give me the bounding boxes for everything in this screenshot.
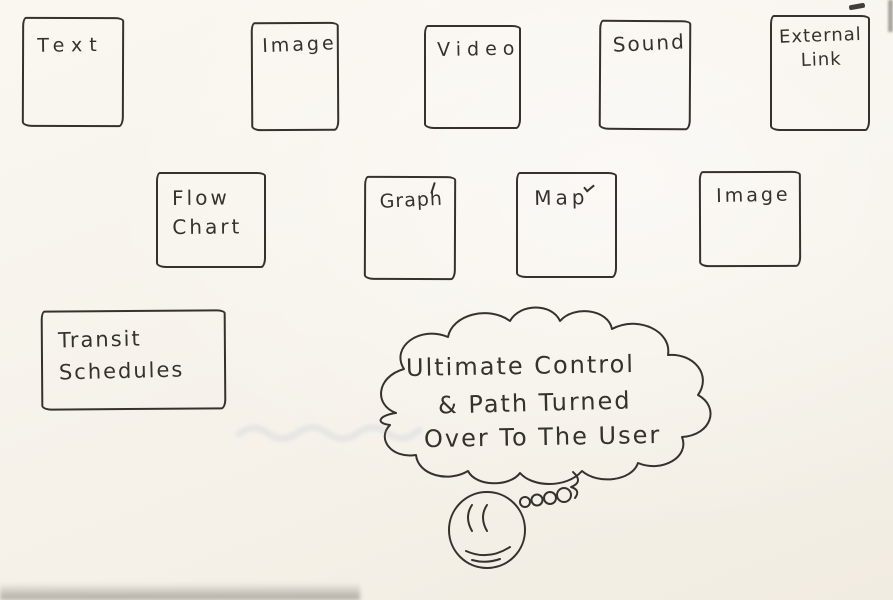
box-external-link: External Link <box>770 15 870 131</box>
box-video: Video <box>424 25 521 129</box>
box-label-sound: Sound <box>612 29 687 57</box>
box-sound: Sound <box>598 19 692 131</box>
box-label-image-2: Image <box>715 183 791 208</box>
box-label-video: Video <box>437 37 521 61</box>
smiley-chin-line <box>471 558 501 563</box>
box-map: Map <box>516 172 617 278</box>
box-label-flow-chart: Flow Chart <box>172 185 243 239</box>
ink-bleed-mark <box>235 424 423 442</box>
box-label-transit-schedules: Transit Schedules <box>57 326 185 385</box>
box-label-graph: Graph <box>379 187 444 213</box>
annotation-graphics <box>379 306 712 569</box>
box-image-2: Image <box>698 170 802 268</box>
thought-cloud <box>379 306 712 485</box>
box-transit-schedules: Transit Schedules <box>40 309 227 411</box>
box-label-image: Image <box>261 32 338 58</box>
box-label-map: Map <box>534 185 589 210</box>
scan-shadow <box>0 583 360 600</box>
box-label-text: Text <box>37 33 104 57</box>
cloud-tail <box>570 471 579 499</box>
scan-artifact-mark <box>848 2 866 11</box>
smiley-face-icon <box>448 491 526 569</box>
smiley-mouth <box>465 546 511 557</box>
box-label-external-link: External Link <box>778 23 863 72</box>
smiley-head <box>448 491 526 569</box>
thought-bubble-trail-icon <box>519 487 572 508</box>
box-graph: Graph <box>363 175 457 281</box>
box-image: Image <box>250 21 340 132</box>
box-text: Text <box>21 16 125 128</box>
cloud-text-line-1: Ultimate Control <box>405 350 636 382</box>
scan-edge-artifact <box>888 0 893 32</box>
smiley-eye-left <box>467 504 473 532</box>
smiley-eye-right <box>482 504 488 532</box>
box-flow-chart: Flow Chart <box>156 172 266 268</box>
